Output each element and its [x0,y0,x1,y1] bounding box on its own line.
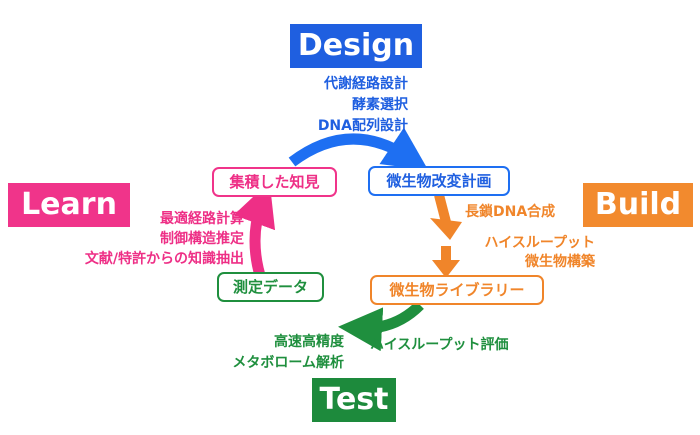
learn-arrow [233,181,276,284]
build-notes-2: ハイスループット 微生物構築 [455,234,595,272]
test-note-1b: メタボローム解析 [232,355,344,371]
phase-design: Design [290,24,422,68]
build-note-1: 長鎖DNA合成 [465,204,556,220]
build-arrows [430,193,462,278]
node-knowledge: 集積した知見 [212,167,337,197]
learn-note-2: 制御構造推定 [160,231,244,247]
phase-test: Test [312,378,396,422]
phase-learn: Learn [8,183,130,227]
build-note-2a: ハイスループット [484,235,595,251]
design-note-3: DNA配列設計 [317,118,408,134]
test-note-2: ハイスループット評価 [370,337,509,353]
learn-note-1: 最適経路計算 [160,211,244,227]
design-arrow [288,127,429,171]
learn-note-3: 文献/特許からの知識抽出 [84,251,244,267]
test-notes-1: 高速高精度 メタボローム解析 [196,332,344,374]
design-notes: 代謝経路設計 酵素選択 DNA配列設計 [290,74,408,137]
learn-notes: 最適経路計算 制御構造推定 文献/特許からの知識抽出 [40,209,244,269]
test-note-1a: 高速高精度 [274,334,344,350]
test-arrow [338,301,424,352]
node-measurement: 測定データ [217,272,324,302]
build-note-2b: 微生物構築 [525,254,595,270]
phase-build: Build [583,183,693,227]
design-note-1: 代謝経路設計 [324,76,408,92]
node-microbe-plan: 微生物改変計画 [368,166,510,196]
design-note-2: 酵素選択 [352,97,408,113]
node-microbe-library: 微生物ライブラリー [370,275,544,305]
